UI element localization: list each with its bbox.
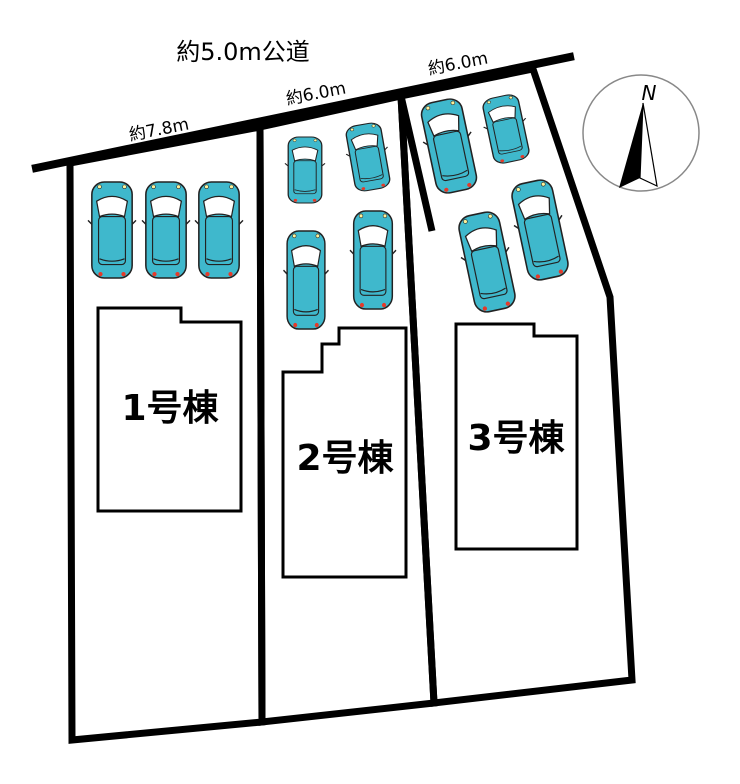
car-icon (284, 136, 326, 204)
road-label: 約5.0m公道 (176, 38, 310, 66)
building-3-label: 3号棟 (467, 418, 565, 459)
car-icon (340, 120, 396, 194)
compass-rose: N (582, 74, 700, 192)
car-icon (452, 208, 522, 316)
building-2-footprint (281, 326, 408, 579)
car-icon (141, 181, 191, 279)
parking-lot-2 (282, 120, 397, 330)
lot-2-divider-kink (397, 95, 436, 232)
building-3-footprint (454, 322, 579, 551)
building-1-footprint (96, 306, 243, 513)
north-arrow-icon (619, 103, 643, 188)
car-icon (349, 210, 397, 310)
building-1-label: 1号棟 (121, 388, 219, 429)
car-icon (282, 230, 330, 330)
north-label: N (642, 81, 657, 105)
car-icon (414, 95, 484, 197)
building-2-label: 2号棟 (296, 438, 394, 479)
lot-3-boundary (397, 64, 636, 707)
car-icon (87, 181, 137, 279)
parking-lot-1 (87, 181, 244, 279)
car-icon (477, 91, 535, 167)
car-icon (194, 181, 244, 279)
car-icon (505, 176, 575, 284)
